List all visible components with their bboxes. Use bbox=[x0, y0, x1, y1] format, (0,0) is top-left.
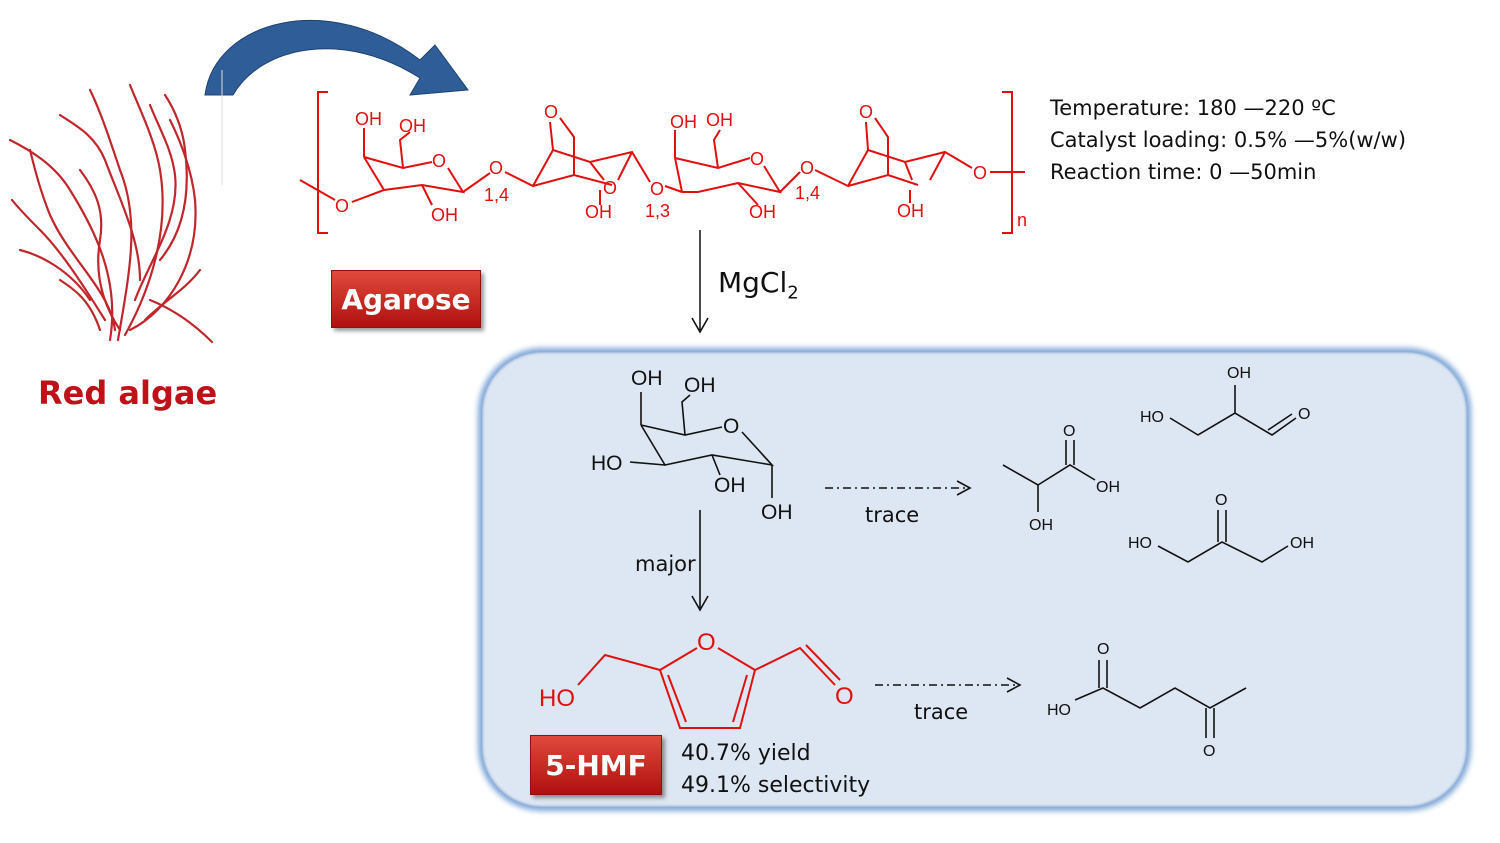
atom-label: OH bbox=[761, 501, 793, 524]
atom-label: HO bbox=[539, 685, 575, 712]
atom-label: O bbox=[1298, 406, 1310, 423]
atom-label: HO bbox=[591, 452, 623, 475]
atom-label: OH bbox=[631, 367, 663, 390]
atom-label: O bbox=[1097, 641, 1109, 658]
atom-label: OH bbox=[1227, 365, 1251, 382]
atom-label: HO bbox=[1140, 409, 1164, 426]
atom-label: O bbox=[859, 102, 873, 122]
atom-label: OH bbox=[431, 205, 458, 225]
atom-label: OH bbox=[1290, 535, 1314, 552]
atom-label: O bbox=[489, 158, 503, 178]
atom-label: O bbox=[800, 158, 814, 178]
atom-label: OH bbox=[897, 201, 924, 221]
curved-arrow-icon bbox=[204, 19, 469, 96]
atom-label: OH bbox=[585, 202, 612, 222]
atom-label: O bbox=[835, 683, 854, 710]
atom-label: O bbox=[750, 149, 764, 169]
hmf-badge: 5-HMF bbox=[530, 735, 662, 795]
atom-label: OH bbox=[714, 474, 746, 497]
atom-label: OH bbox=[355, 109, 382, 129]
atom-label: O bbox=[973, 163, 987, 183]
catalyst-label: MgCl2 bbox=[718, 266, 799, 304]
atom-label: OH bbox=[706, 110, 733, 130]
reaction-time-condition: Reaction time: 0 —50min bbox=[1050, 160, 1317, 184]
red-algae-label: Red algae bbox=[38, 374, 218, 412]
trace-label: trace bbox=[914, 700, 968, 724]
hmf-results: 40.7% yield 49.1% selectivity bbox=[681, 738, 870, 802]
atom-label: O bbox=[1215, 492, 1227, 509]
atom-label: OH bbox=[399, 116, 426, 136]
atom-label: O bbox=[697, 629, 716, 656]
linkage-label: 1,4 bbox=[484, 185, 509, 205]
atom-label: OH bbox=[1096, 479, 1120, 496]
atom-label: O bbox=[650, 179, 664, 199]
linkage-label: 1,4 bbox=[795, 183, 820, 203]
yield-value: 40.7% yield bbox=[681, 741, 811, 766]
atom-label: O bbox=[1203, 743, 1215, 760]
atom-label: O bbox=[544, 102, 558, 122]
atom-label: OH bbox=[684, 374, 716, 397]
atom-label: O bbox=[723, 415, 739, 438]
temperature-condition: Temperature: 180 —220 ºC bbox=[1050, 96, 1336, 120]
agarose-badge: Agarose bbox=[331, 270, 481, 328]
atom-label: OH bbox=[670, 112, 697, 132]
trace-label: trace bbox=[865, 503, 919, 527]
atom-label: O bbox=[1063, 423, 1075, 440]
selectivity-value: 49.1% selectivity bbox=[681, 773, 871, 798]
atom-label: HO bbox=[1047, 702, 1071, 719]
atom-label: O bbox=[603, 178, 617, 198]
repeat-unit-n: n bbox=[1017, 210, 1027, 230]
atom-label: O bbox=[432, 151, 446, 171]
reaction-conditions: Temperature: 180 —220 ºC Catalyst loadin… bbox=[1050, 92, 1406, 188]
atom-label: O bbox=[335, 196, 349, 216]
atom-label: OH bbox=[749, 202, 776, 222]
red-algae-illustration bbox=[8, 83, 214, 344]
catalyst-loading-condition: Catalyst loading: 0.5% —5%(w/w) bbox=[1050, 128, 1407, 152]
atom-label: HO bbox=[1128, 535, 1152, 552]
major-label: major bbox=[635, 552, 696, 576]
atom-label: OH bbox=[1029, 517, 1053, 534]
linkage-label: 1,3 bbox=[645, 201, 670, 221]
product-panel bbox=[482, 352, 1467, 807]
